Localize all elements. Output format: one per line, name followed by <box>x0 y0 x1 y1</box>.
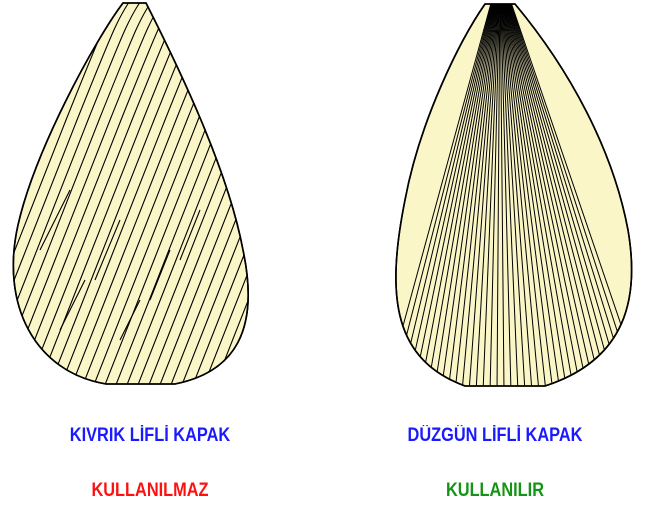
curved-grain-line <box>0 0 27 390</box>
curved-grain-lid-status: KULLANILMAZ <box>21 480 279 502</box>
curved-grain-line <box>0 0 16 390</box>
curved-grain-line <box>275 0 300 390</box>
curved-grain-line <box>253 0 300 390</box>
curved-grain-lid-title: KIVRIK LİFLİ KAPAK <box>21 425 279 447</box>
straight-grain-lid-status: KULLANILIR <box>366 480 624 502</box>
curved-grain-line <box>0 0 5 390</box>
straight-grain-lid-title: DÜZGÜN LİFLİ KAPAK <box>366 425 624 447</box>
curved-grain-line <box>242 0 300 390</box>
curved-grain-lid-drawing <box>0 0 300 390</box>
curved-grain-line <box>264 0 300 390</box>
curved-grain-lid-panel: KIVRIK LİFLİ KAPAK KULLANILMAZ <box>0 0 300 516</box>
straight-grain-lid-drawing <box>345 0 645 390</box>
straight-grain-lid-panel: DÜZGÜN LİFLİ KAPAK KULLANILIR <box>345 0 645 516</box>
